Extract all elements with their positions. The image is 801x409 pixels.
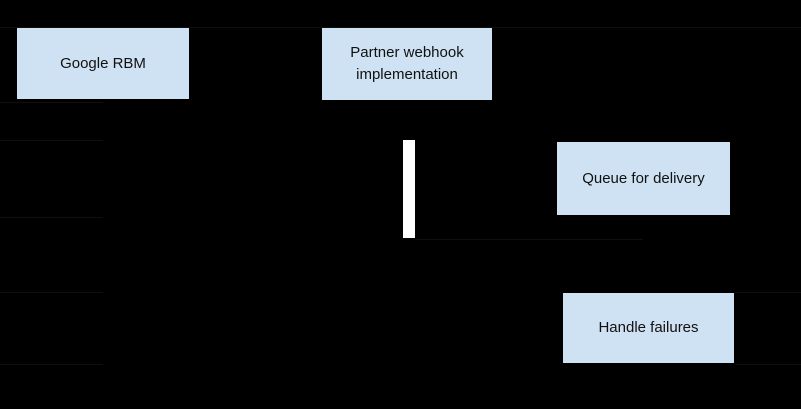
faint-line-row-4-right [735,364,801,365]
node-queue-for-delivery-label: Queue for delivery [582,169,705,187]
faint-line-row-4-left [0,364,103,365]
node-partner-webhook-label: Partner webhook implementation [350,44,464,83]
faint-line-row-3-right [735,292,801,293]
node-handle-failures-label: Handle failures [598,319,699,336]
node-google-rbm-label: Google RBM [60,54,146,72]
node-handle-failures: Handle failures [563,293,734,363]
faint-line-row-2 [0,217,103,218]
faint-line-row-3-left [0,292,103,293]
activation-bar [403,140,415,238]
faint-line-top-border [0,27,801,28]
node-partner-webhook: Partner webhook implementation [322,28,492,100]
faint-line-bar-to-queue [415,239,643,240]
node-queue-for-delivery: Queue for delivery [557,142,730,215]
faint-line-row-1 [0,140,103,141]
faint-line-header-bottom [0,102,103,103]
node-google-rbm: Google RBM [17,28,189,99]
